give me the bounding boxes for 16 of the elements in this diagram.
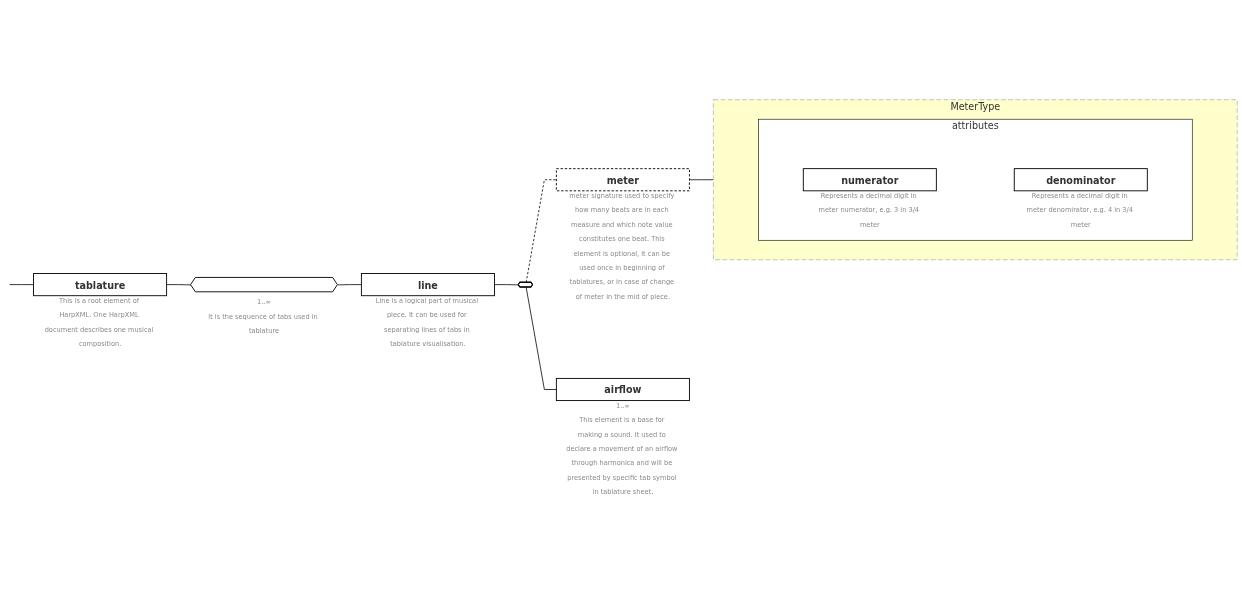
connector bbox=[689, 179, 714, 181]
node-box bbox=[555, 168, 690, 192]
connector bbox=[525, 286, 557, 390]
node-box bbox=[360, 273, 495, 297]
connector bbox=[9, 284, 34, 285]
node-box bbox=[555, 377, 690, 402]
connector bbox=[525, 179, 557, 283]
node-box bbox=[1013, 168, 1148, 192]
node-box bbox=[33, 273, 168, 297]
node-hexagon bbox=[190, 276, 338, 293]
connector bbox=[494, 284, 520, 286]
cluster bbox=[758, 118, 1193, 241]
cluster bbox=[713, 99, 1238, 261]
node-box bbox=[802, 168, 937, 192]
connector bbox=[166, 284, 192, 286]
connector bbox=[337, 284, 362, 286]
